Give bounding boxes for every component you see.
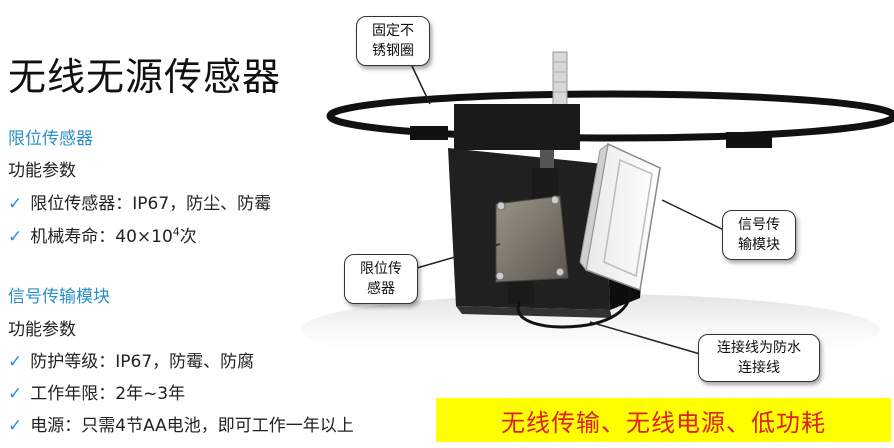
section-heading-signal-module: 信号传输模块 [8,287,110,307]
check-icon: ✓ [8,352,23,372]
callout-limit-sensor: 限位传 感器 [344,254,418,304]
check-icon: ✓ [8,384,23,404]
page-title: 无线无源传感器 [8,55,282,99]
bullet-item: ✓ 防护等级：IP67，防霉、防腐 [8,347,254,372]
callout-leaders [409,65,729,355]
bullet-label: 防护等级： [30,352,116,372]
section-subheading: 功能参数 [8,320,76,340]
stainless-ring [326,90,894,148]
waterproof-cable [516,277,632,329]
bullet-item: ✓ 限位传感器：IP67，防尘、防霉 [8,189,271,214]
section-subheading: 功能参数 [8,161,76,181]
callout-signal-module: 信号传 输模块 [722,210,796,260]
callout-line: 信号传 [738,217,780,233]
callout-line: 锈钢圈 [372,43,414,59]
callout-line: 固定不 [372,23,414,39]
bullet-value: 40×10 [115,227,173,247]
bullet-value-exponent: 4 [172,225,180,239]
callout-ring: 固定不 锈钢圈 [356,16,430,66]
bullet-label: 电源： [30,416,82,436]
bullet-item: ✓ 电源：只需4节AA电池，即可工作一年以上 [8,411,354,436]
callout-line: 输模块 [738,237,780,253]
bullet-label: 工作年限： [30,384,116,404]
callout-line: 感器 [367,281,395,297]
signal-module [579,142,661,292]
bullet-label: 机械寿命： [30,227,116,247]
callout-cable: 连接线为防水 连接线 [698,334,820,382]
bullet-value-unit: 次 [179,227,197,247]
bullet-item: ✓ 机械寿命：40×104次 [8,222,197,247]
limit-sensor [495,168,569,304]
feature-banner: 无线传输、无线电源、低功耗 [436,398,891,442]
bullet-value: IP67，防尘、防霉 [132,194,272,214]
check-icon: ✓ [8,194,23,214]
callout-line: 限位传 [360,261,402,277]
callout-line: 连接线 [738,360,780,376]
section-heading-limit-sensor: 限位传感器 [8,129,93,149]
bullet-label: 限位传感器： [30,194,133,214]
bullet-value: 2年~3年 [115,384,186,404]
bullet-item: ✓ 工作年限：2年~3年 [8,379,185,404]
bullet-value: IP67，防霉、防腐 [115,352,255,372]
bullet-value: 只需4节AA电池，即可工作一年以上 [81,416,354,436]
callout-line: 连接线为防水 [717,340,801,356]
check-icon: ✓ [8,227,23,247]
check-icon: ✓ [8,416,23,436]
